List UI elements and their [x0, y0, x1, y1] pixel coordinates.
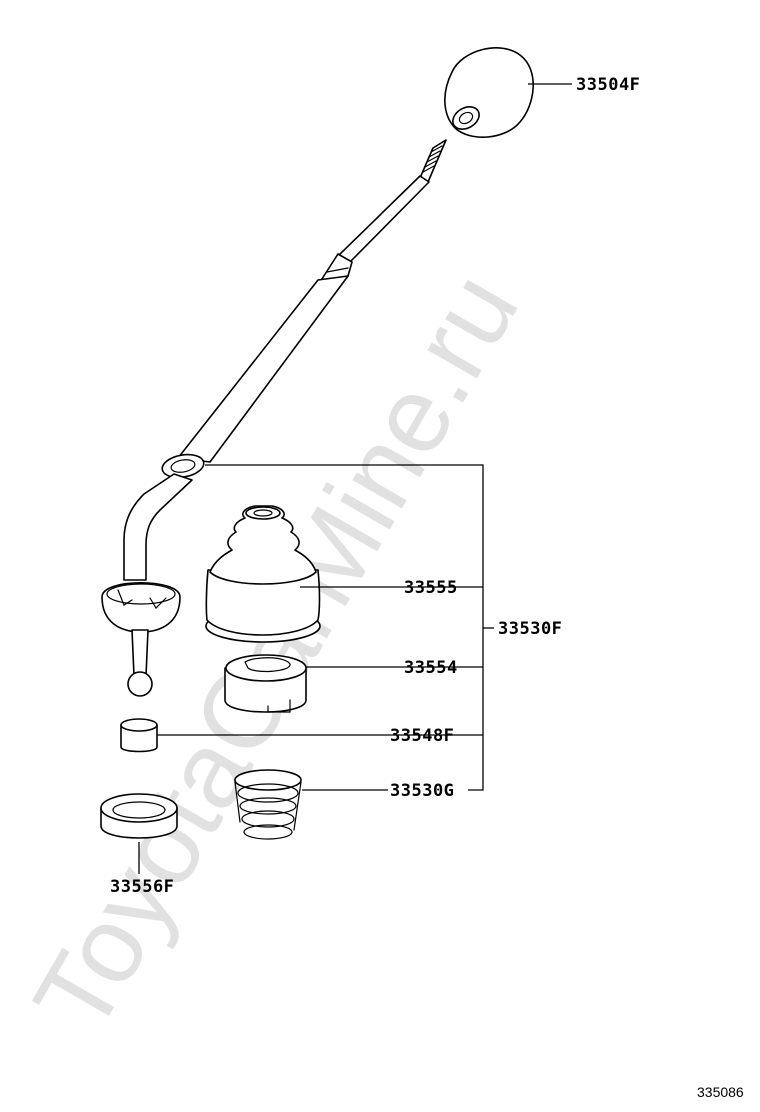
label-shift-knob: 33504F [576, 75, 640, 95]
shift-knob [444, 47, 534, 138]
label-spring: 33530G [390, 781, 454, 801]
boot [205, 505, 321, 643]
seat [224, 654, 307, 713]
label-ring: 33556F [110, 877, 174, 897]
shift-lever [101, 139, 447, 697]
bushing [120, 718, 158, 753]
label-boot: 33555 [404, 578, 458, 598]
label-lever-assy: 33530F [498, 619, 562, 639]
figure-number: 335086 [697, 1084, 744, 1100]
ring [100, 793, 178, 839]
leader-lines [138, 83, 572, 874]
label-seat: 33554 [404, 658, 458, 678]
spring [234, 769, 302, 840]
label-bushing: 33548F [390, 726, 454, 746]
